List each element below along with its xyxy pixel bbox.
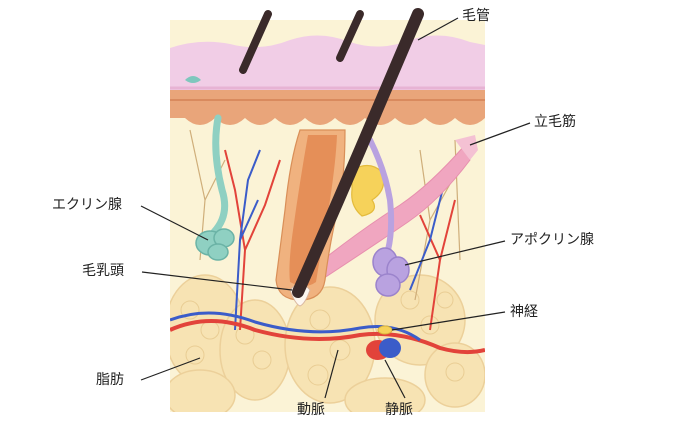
- label-vein: 静脈: [385, 402, 413, 418]
- vein-cross-section: [379, 338, 401, 358]
- label-nerve: 神経: [510, 304, 538, 320]
- label-arrector-pili: 立毛筋: [534, 114, 576, 130]
- label-artery: 動脈: [297, 402, 325, 418]
- nerve-ending: [378, 326, 392, 334]
- label-apocrine: アポクリン腺: [510, 232, 594, 248]
- label-eccrine: エクリン腺: [52, 197, 122, 213]
- label-papilla: 毛乳頭: [82, 263, 124, 279]
- label-hair-tube: 毛管: [462, 8, 490, 24]
- epidermis-layer: [170, 35, 485, 90]
- label-fat: 脂肪: [96, 372, 124, 388]
